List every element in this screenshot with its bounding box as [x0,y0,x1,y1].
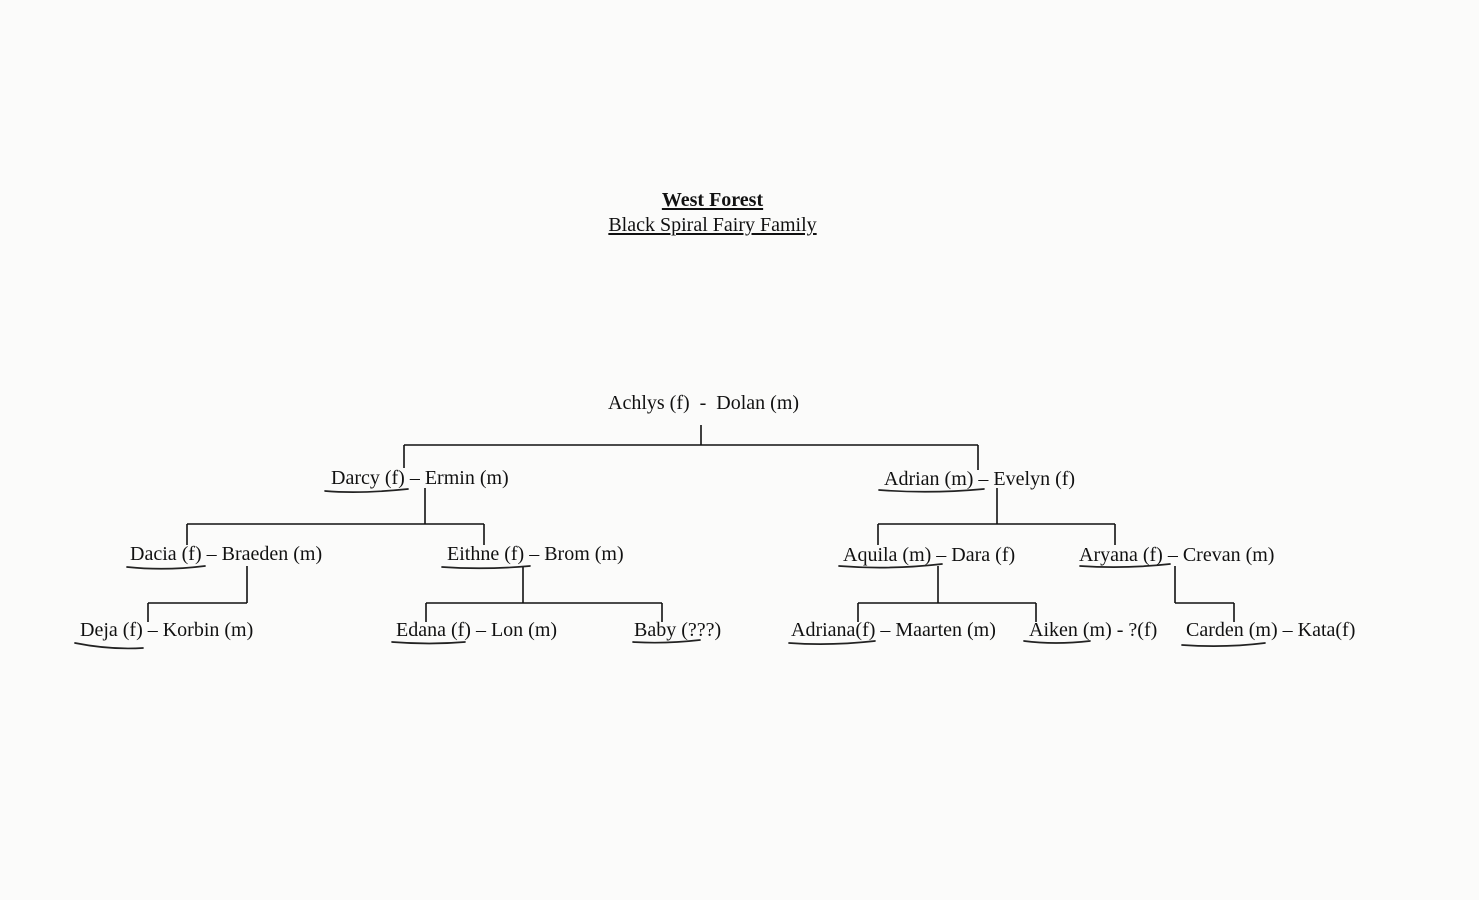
handwritten-underline-adrian [878,488,985,493]
tree-node-aryana-crevan: Aryana (f) – Crevan (m) [1079,544,1275,566]
tree-node-carden-kata: Carden (m) – Kata(f) [1186,619,1356,641]
diagram-title-line-2: Black Spiral Fairy Family [608,214,817,236]
tree-node-aquila-dara: Aquila (m) – Dara (f) [843,544,1016,566]
tree-node-adrian-evelyn: Adrian (m) – Evelyn (f) [884,468,1076,490]
tree-node-adriana-maarten: Adriana(f) – Maarten (m) [791,619,996,641]
tree-node-root-couple: Achlys (f) - Dolan (m) [608,392,800,414]
handwritten-underline-adriana [788,640,876,645]
handwritten-underline-aiken [1023,640,1091,644]
handwritten-underline-aryana [1079,563,1171,568]
tree-node-darcy-ermin: Darcy (f) – Ermin (m) [331,467,509,489]
tree-node-eithne-brom: Eithne (f) – Brom (m) [447,543,624,565]
handwritten-underline-carden [1181,642,1266,647]
handwritten-underline-aquila [838,563,943,569]
handwritten-underline-darcy [324,488,409,493]
handwritten-underline-edana [391,641,466,645]
handwritten-underline-eithne [441,565,531,570]
tree-node-dacia-braeden: Dacia (f) – Braeden (m) [130,543,323,565]
diagram-title-line-1: West Forest [661,189,764,211]
tree-node-aiken: Aiken (m) - ?(f) [1029,619,1158,641]
tree-node-deja-korbin: Deja (f) – Korbin (m) [80,619,254,641]
tree-node-edana-lon: Edana (f) – Lon (m) [396,619,558,641]
handwritten-underline-baby [632,639,701,644]
handwritten-underline-dacia [126,565,206,570]
handwritten-underline-deja [74,642,144,650]
tree-node-baby: Baby (???) [634,619,722,641]
